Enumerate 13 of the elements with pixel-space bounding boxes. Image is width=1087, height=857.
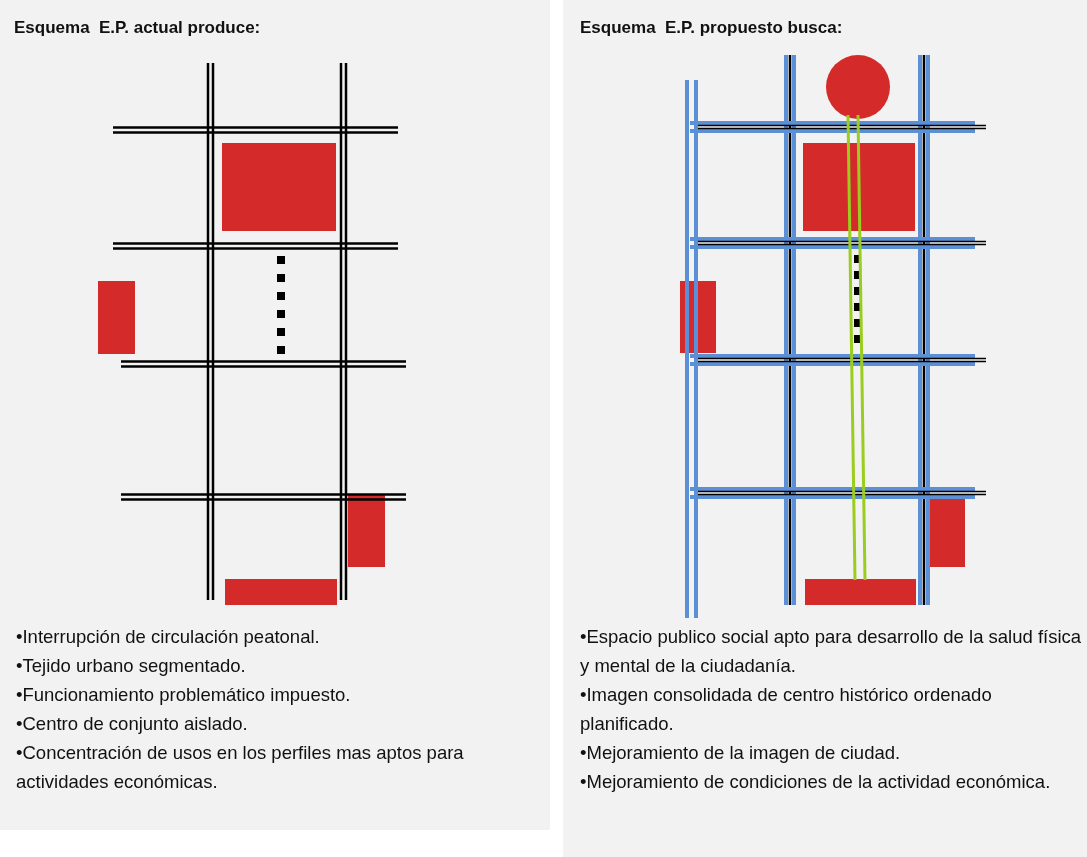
bullet-item: •Tejido urbano segmentado. bbox=[16, 654, 246, 678]
panel-heading: Esquema E.P. propuesto busca: bbox=[580, 18, 843, 38]
bullet-item: •Interrupción de circulación peatonal. bbox=[16, 625, 320, 649]
panel-background bbox=[0, 0, 550, 830]
panel-background bbox=[563, 0, 1087, 857]
bullet-item: •Espacio publico social apto para desarrollo de la salud física y mental de la ciudadanía. bbox=[580, 625, 1083, 678]
bullet-item: •Funcionamiento problemático impuesto. bbox=[16, 683, 351, 707]
bullet-item: •Mejoramiento de la imagen de ciudad. bbox=[580, 741, 901, 765]
bullet-item: •Mejoramiento de condiciones de la actividad económica. bbox=[580, 770, 1051, 794]
bullet-item: •Imagen consolidada de centro histórico ordenado planificado. bbox=[580, 683, 993, 736]
bullet-item: •Centro de conjunto aislado. bbox=[16, 712, 248, 736]
panel-heading: Esquema E.P. actual produce: bbox=[14, 18, 261, 38]
bullet-item: •Concentración de usos en los perfiles mas aptos para actividades económicas. bbox=[16, 741, 465, 794]
